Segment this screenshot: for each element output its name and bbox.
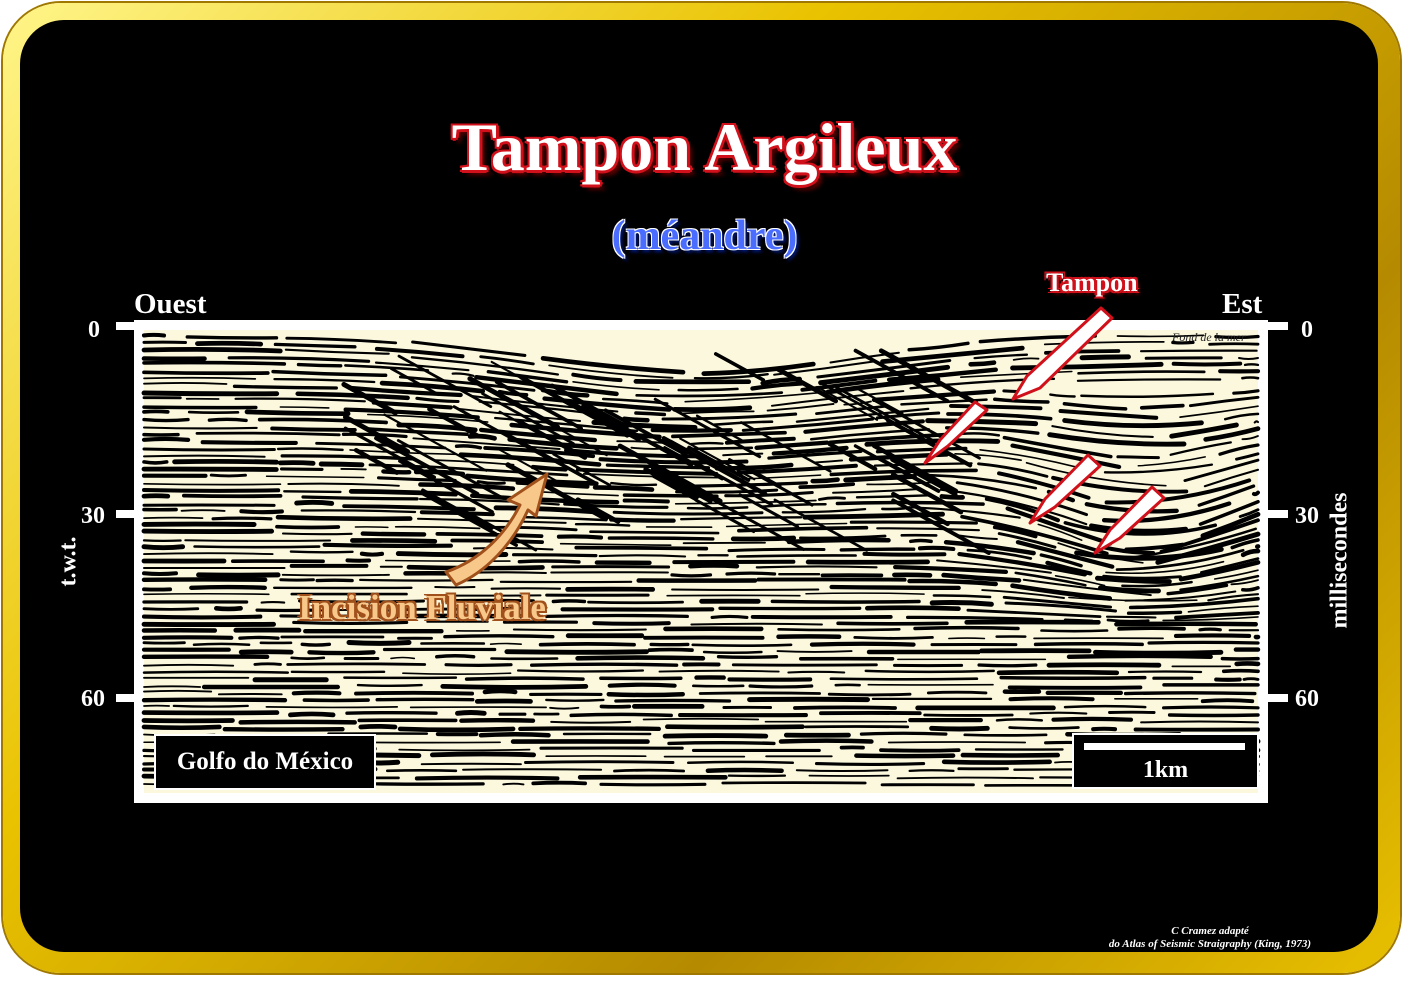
left-tick-label-60: 60: [81, 686, 105, 712]
right-tick-0: [1268, 322, 1288, 330]
right-tick-label-0: 0: [1301, 317, 1313, 343]
credit-line-2: do Atlas of Seismic Straigraphy (King, 1…: [1108, 938, 1312, 950]
seismic-reflections: [141, 330, 1261, 793]
left-tick-label-0: 0: [88, 317, 100, 343]
left-tick-30: [116, 510, 134, 518]
credit-line-1: C Cramez adapté: [1171, 925, 1249, 937]
left-tick-60: [116, 694, 134, 702]
right-tick-60: [1268, 694, 1288, 702]
left-axis-label: t.w.t.: [55, 536, 82, 587]
seabed-label: Fond de la mer: [1172, 330, 1246, 344]
right-axis-label: millisecondes: [1326, 492, 1353, 629]
slide-title: Tampon Argileux: [451, 109, 958, 185]
slide-subtitle: (méandre): [611, 213, 798, 259]
right-tick-label-60: 60: [1295, 686, 1319, 712]
left-tick-label-30: 30: [81, 503, 105, 529]
seismic-section: [134, 320, 1268, 803]
right-tick-30: [1268, 510, 1288, 518]
left-tick-0: [116, 322, 134, 330]
incision-label: Incision Fluviale: [298, 588, 546, 627]
right-tick-label-30: 30: [1295, 503, 1319, 529]
scale-box: 1km: [1072, 733, 1259, 789]
region-label: Golfo do México: [154, 734, 376, 790]
credit: C Cramez adapté do Atlas of Seismic Stra…: [1040, 925, 1380, 951]
west-label: Ouest: [134, 288, 207, 320]
tampon-label: Tampon: [1046, 268, 1138, 297]
east-label: Est: [1222, 288, 1263, 320]
scale-label: 1km: [1142, 757, 1189, 783]
scale-bar: [1084, 743, 1245, 750]
